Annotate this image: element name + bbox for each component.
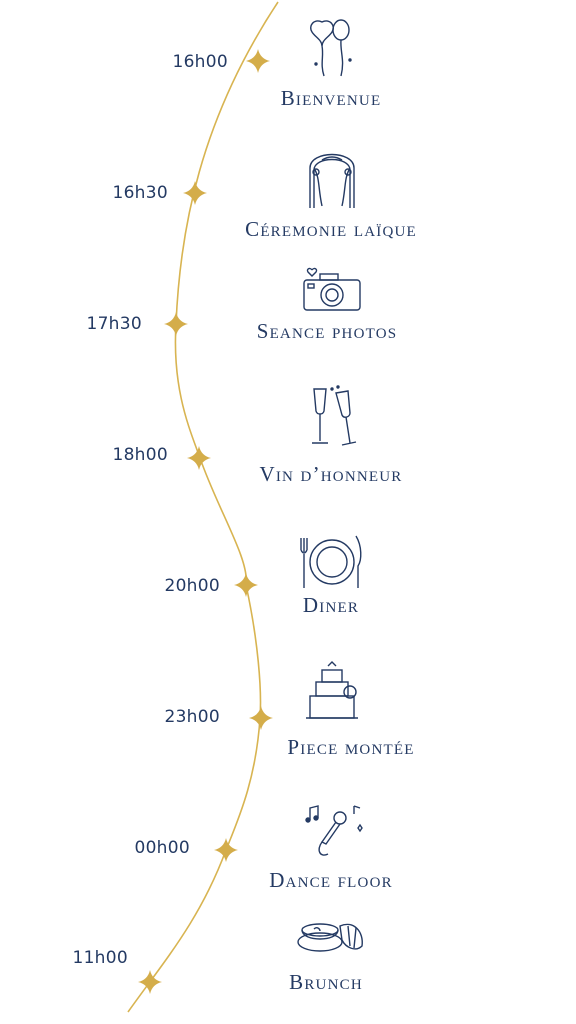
time-label: 11h00: [72, 948, 128, 968]
time-label: 16h00: [172, 52, 228, 72]
plate-cutlery-icon: [292, 530, 372, 594]
event-label: Piece montée: [287, 735, 415, 759]
timeline-star-marker: [234, 573, 258, 597]
wedding-cake-icon: [292, 660, 372, 724]
champagne-glasses-icon: [292, 385, 372, 449]
timeline-star-marker: [214, 838, 238, 862]
wedding-arch-icon: [292, 148, 372, 212]
timeline-star-marker: [183, 181, 207, 205]
timeline-line: [127, 1, 279, 1013]
timeline-star-marker: [138, 970, 162, 994]
time-label: 18h00: [112, 445, 168, 465]
event-label: Céremonie laïque: [245, 217, 417, 241]
event-label: Bienvenue: [280, 86, 382, 110]
timeline-star-marker: [164, 312, 188, 336]
microphone-music-icon: [292, 800, 372, 864]
coffee-croissant-icon: [292, 906, 372, 970]
event-label: Brunch: [289, 970, 363, 994]
time-label: 00h00: [134, 838, 190, 858]
event-label: Seance photos: [256, 319, 398, 343]
event-label: Diner: [302, 593, 360, 617]
time-label: 16h30: [112, 183, 168, 203]
balloons-icon: [292, 16, 372, 80]
event-label: Dance floor: [269, 868, 393, 892]
time-label: 17h30: [86, 314, 142, 334]
event-label: Vin d’honneur: [259, 462, 403, 486]
time-label: 20h00: [164, 576, 220, 596]
camera-icon: [292, 262, 372, 326]
timeline-star-marker: [187, 446, 211, 470]
timeline-star-marker: [249, 706, 273, 730]
timeline-star-marker: [246, 49, 270, 73]
time-label: 23h00: [164, 707, 220, 727]
